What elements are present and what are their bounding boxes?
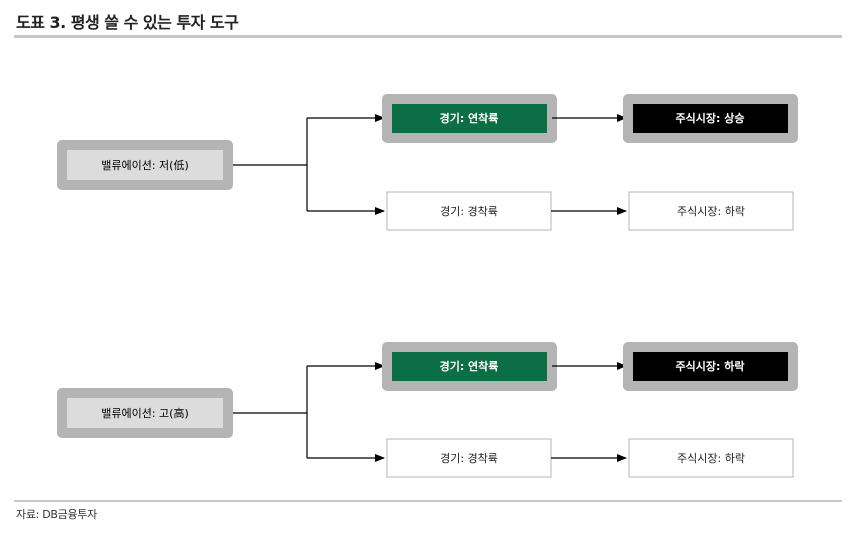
panel-2: 밸류에이션: 고(高) 경기: 연착륙 주식시장: 하락 경기: 경착륙 주식시… — [57, 342, 798, 478]
upper-econ-label: 경기: 연착륙 — [440, 359, 499, 373]
top-divider — [14, 35, 842, 38]
page-title: 도표 3. 평생 쓸 수 있는 투자 도구 — [16, 13, 239, 32]
upper-econ-label: 경기: 연착륙 — [440, 111, 499, 125]
valuation-label: 밸류에이션: 고(高) — [101, 406, 189, 420]
lower-market-box — [628, 191, 794, 231]
panel-1: 밸류에이션: 저(低) 경기: 연착륙 주식시장: 상승 경기: 경착륙 주식시… — [57, 94, 798, 231]
lower-econ-label: 경기: 경착륙 — [440, 452, 498, 465]
valuation-label: 밸류에이션: 저(低) — [101, 159, 189, 172]
lower-econ-box — [386, 438, 552, 478]
lower-econ-label: 경기: 경착륙 — [440, 205, 498, 218]
upper-econ-box — [392, 104, 547, 133]
valuation-box — [67, 150, 223, 180]
bottom-divider — [14, 500, 842, 502]
upper-econ-box — [392, 352, 547, 381]
source-note: 자료: DB금융투자 — [16, 508, 97, 521]
upper-market-label: 주식시장: 하락 — [676, 359, 745, 373]
valuation-box — [67, 398, 223, 428]
upper-market-box — [633, 352, 788, 381]
lower-market-label: 주식시장: 하락 — [677, 451, 745, 465]
upper-market-label: 주식시장: 상승 — [676, 111, 745, 125]
upper-market-box — [633, 104, 788, 133]
lower-market-label: 주식시장: 하락 — [677, 204, 745, 218]
lower-market-box — [628, 438, 794, 478]
